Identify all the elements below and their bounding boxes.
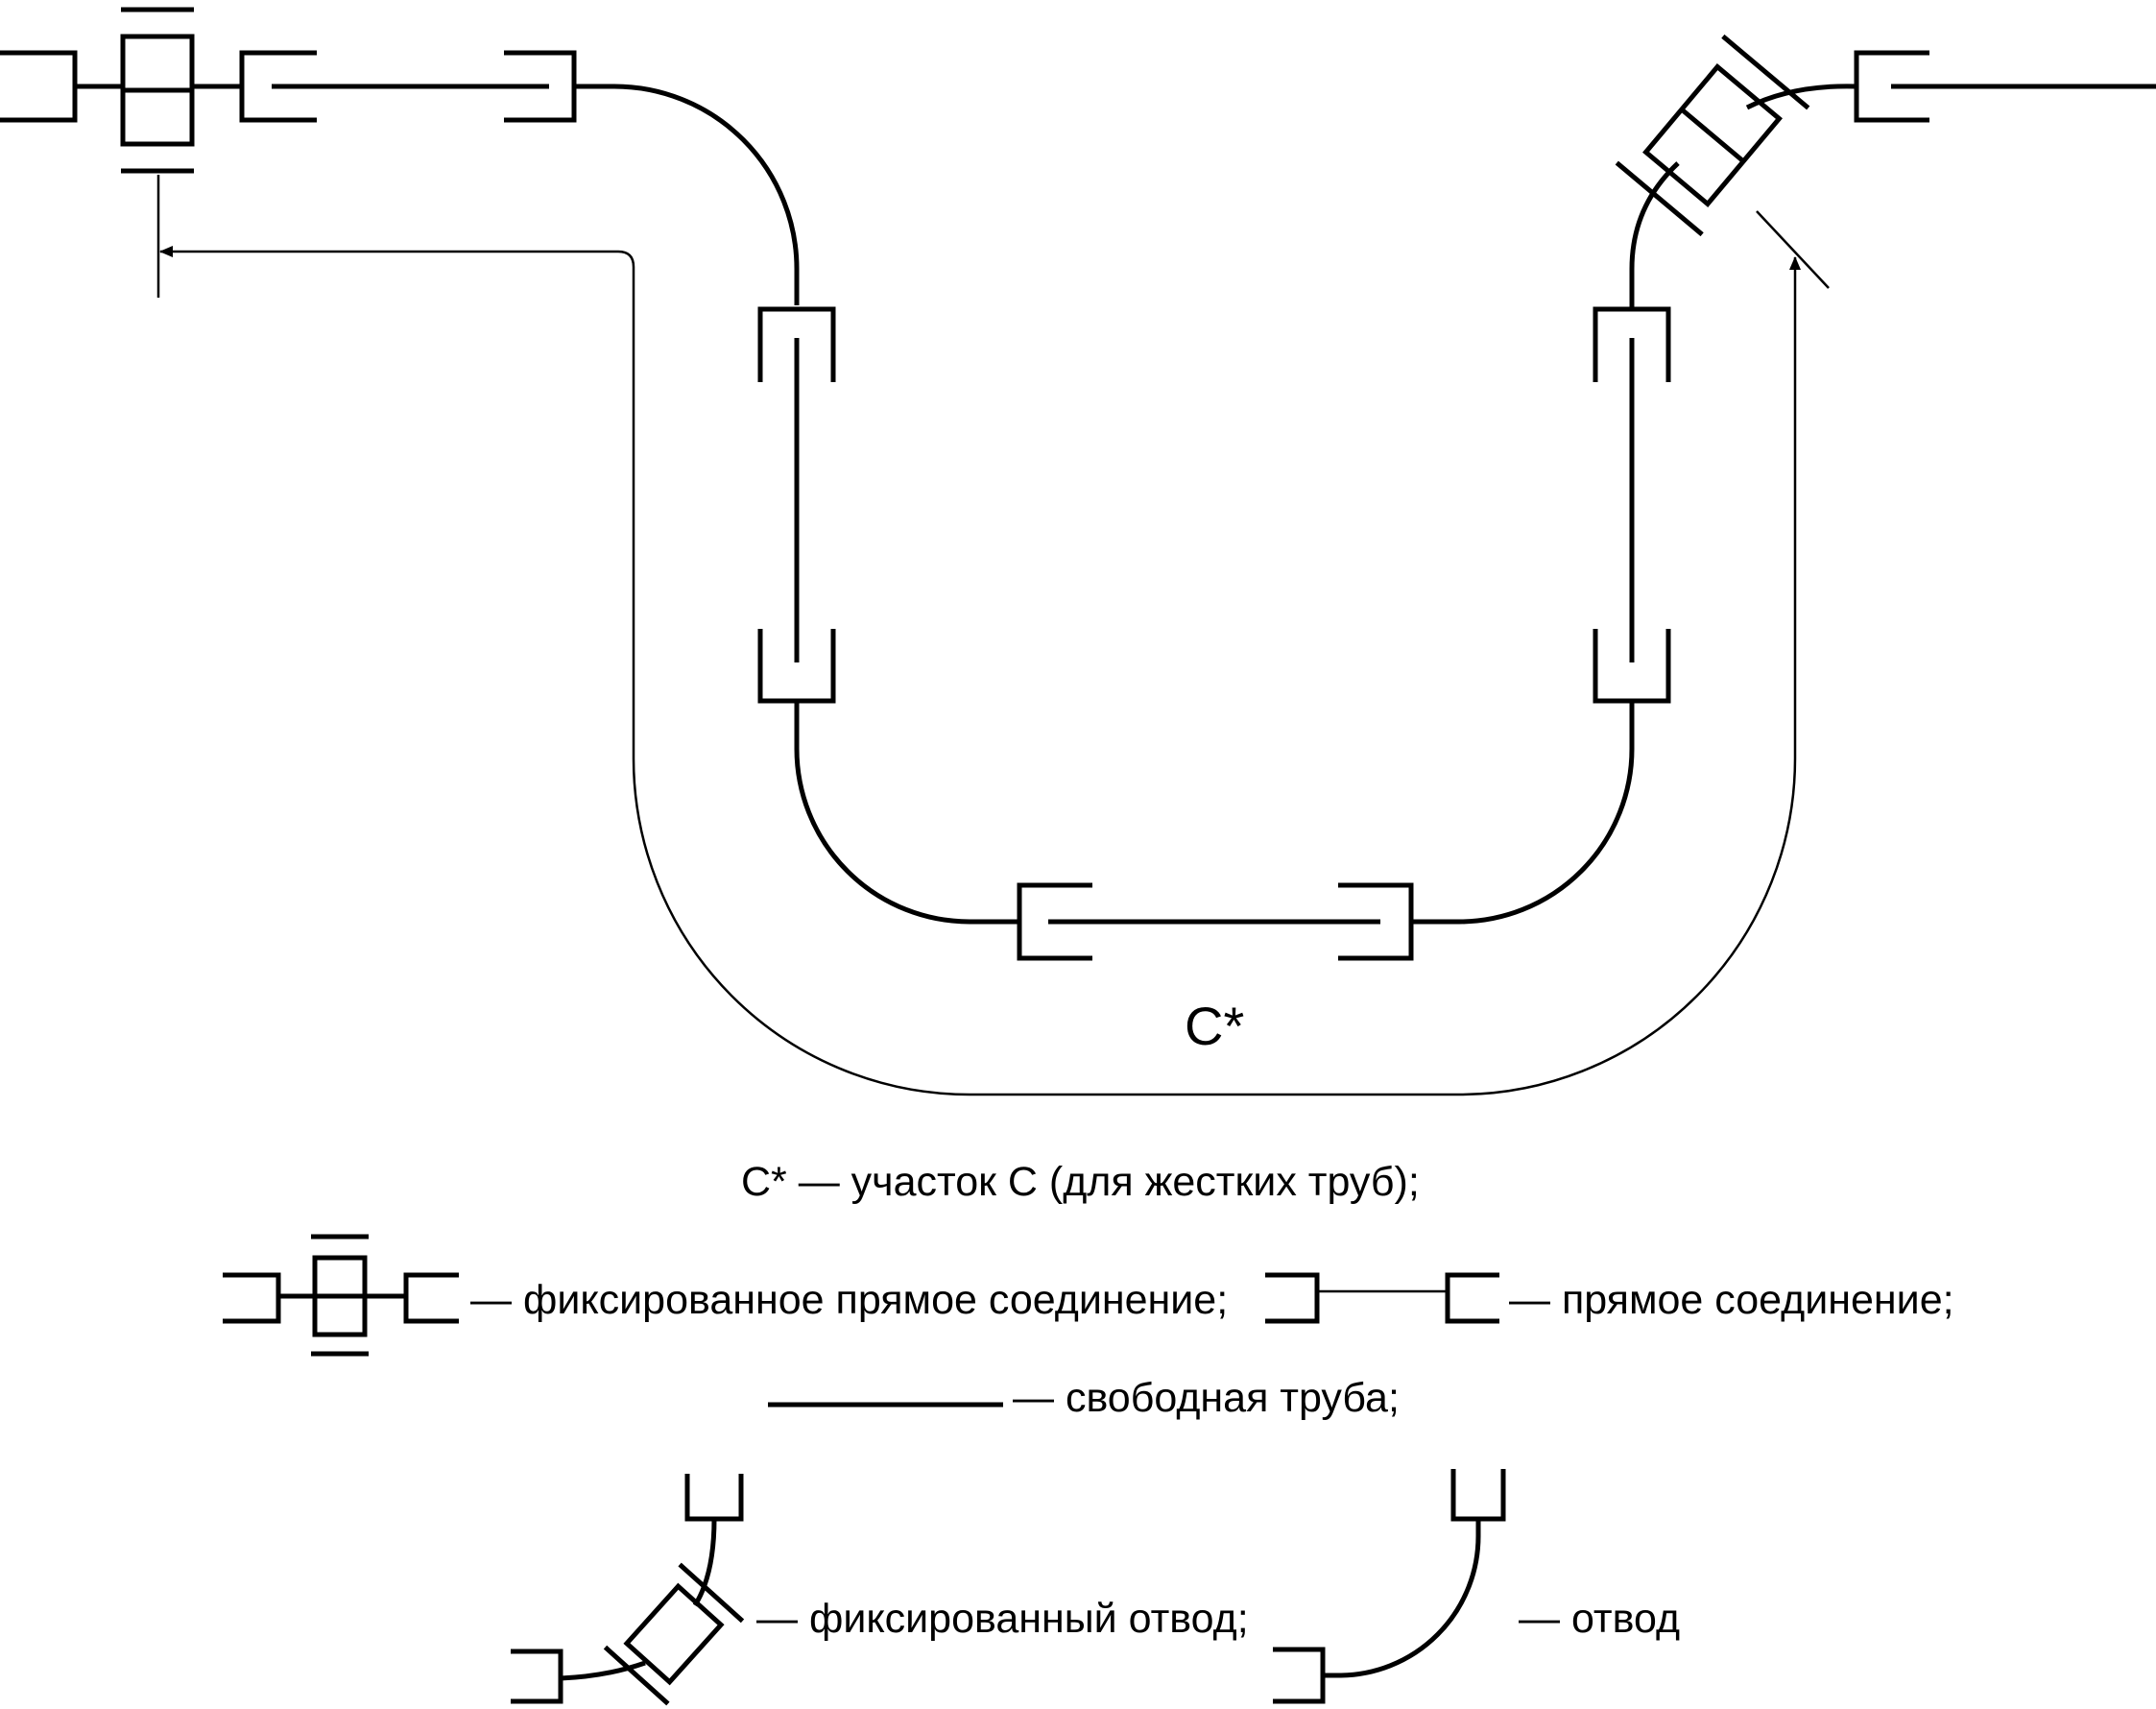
legend-straight-symbol (1265, 1272, 1499, 1324)
straight-pipe-right-vertical (1593, 306, 1671, 704)
bend-bottom-right (1411, 701, 1635, 925)
legend-fixed-straight-symbol (223, 1234, 459, 1357)
section-label: C* (1185, 996, 1244, 1056)
fixed-bend-top-right (1615, 34, 2156, 309)
legend-fixed-straight-text: — фиксированное прямое соединение; (470, 1277, 1228, 1323)
legend-c-star-text: C* — участок C (для жестких труб); (741, 1159, 1420, 1205)
straight-pipe-bottom (1017, 882, 1414, 961)
legend-bend-symbol (1273, 1469, 1506, 1704)
bend-top-left (574, 84, 800, 305)
legend-fixed-bend-symbol (511, 1474, 745, 1706)
straight-pipe-left-vertical (757, 306, 836, 704)
straight-pipe-top-left (272, 50, 577, 123)
legend-free-pipe-text: — свободная труба; (1013, 1375, 1400, 1421)
legend-bend-text: — отвод (1519, 1596, 1680, 1642)
legend-fixed-bend-text: — фиксированный отвод; (756, 1596, 1249, 1642)
fixed-straight-joint-top-left (0, 7, 317, 174)
legend-straight-text: — прямое соединение; (1509, 1277, 1954, 1323)
section-c-dimension (156, 175, 1830, 1096)
bend-bottom-left (794, 701, 1019, 925)
